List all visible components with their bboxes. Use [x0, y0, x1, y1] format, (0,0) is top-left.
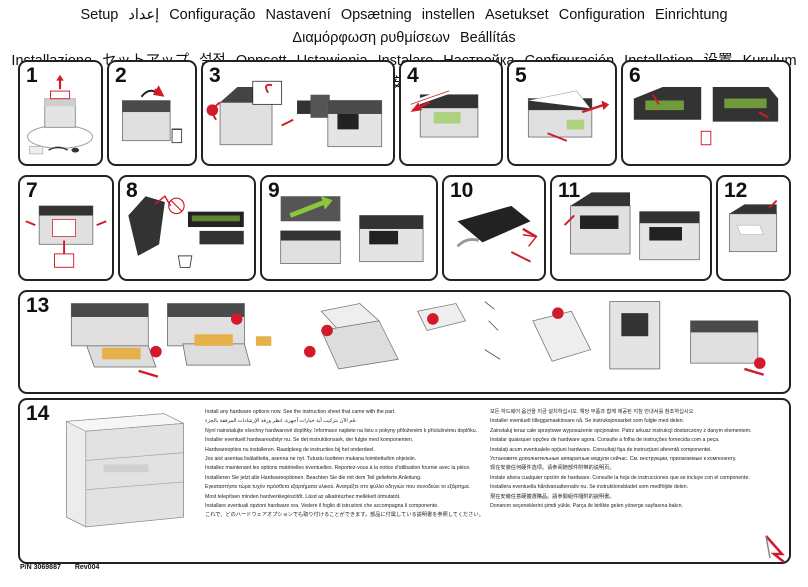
step-number: 4	[407, 64, 419, 87]
instruction-line: 現在安裝任意硬體選購品。請參閱組件隨附的說明書。	[490, 493, 615, 500]
part-number-footer: P/N 3069887 Rev004	[20, 564, 111, 571]
step-panel-11: 11	[550, 175, 712, 281]
instruction-line: Instalaţi acum eventualele opţiuni hardw…	[490, 446, 712, 453]
title-label: Asetukset	[485, 7, 549, 23]
printer-illustration	[456, 205, 538, 263]
instruction-line: Most telepítsen minden hardverkiegészítő…	[205, 493, 401, 500]
printer-illustration	[27, 74, 93, 155]
step-panel-5: 5	[507, 60, 617, 166]
step-panel-4: 4	[399, 60, 503, 166]
printer-illustration	[563, 192, 700, 261]
step-number: 11	[558, 179, 581, 202]
step-panel-12: 12	[716, 175, 791, 281]
instruction-line: Installer eventuelt tilleggsmaskinvare n…	[490, 418, 685, 425]
instruction-line: قم الآن بتركيب أية خيارات أجهزة. انظر ور…	[205, 418, 357, 425]
title-label: Configuration	[558, 7, 645, 23]
printer-illustration	[65, 413, 185, 528]
instruction-line: Installez maintenant les options matérie…	[205, 465, 471, 472]
step-number: 5	[515, 64, 527, 87]
step-number: 9	[268, 179, 280, 202]
instruction-line: Установите дополнительные аппаратные мод…	[490, 456, 737, 463]
step-number: 10	[450, 179, 474, 202]
step-number: 14	[26, 402, 50, 425]
instruction-line: 现在安装任何硬件选项。请参阅随部件附带的说明页。	[490, 465, 615, 472]
title-label: Opsætning	[340, 7, 412, 23]
title-label: إعداد	[128, 7, 160, 23]
step-number: 6	[629, 64, 641, 87]
revision: Rev004	[74, 564, 100, 571]
step-panel-3: 3	[201, 60, 395, 166]
printer-illustration	[206, 80, 383, 148]
instruction-line: Donanım seçeneklerini şimdi yükle. Parça…	[490, 503, 683, 510]
printer-illustration	[633, 87, 779, 146]
printer-illustration	[70, 301, 766, 378]
instruction-line: Εγκαταστήστε τώρα τυχόν πρόσθετα εξαρτήμ…	[205, 484, 471, 491]
instruction-line: これで、どのハードウェアオプションでも取り付けることができます。部品に付属してい…	[205, 512, 484, 519]
part-number: P/N 3069887	[20, 564, 61, 571]
step-panel-9: 9	[260, 175, 438, 281]
step-panel-7: 7	[18, 175, 114, 281]
step-number: 12	[724, 179, 748, 202]
lexmark-logo	[765, 535, 785, 563]
step-number: 7	[26, 179, 38, 202]
title-label: Beállítás	[459, 30, 516, 46]
instructions-left: Install any hardware options now. See th…	[205, 408, 484, 521]
instruction-line: Instale ahora cualquier opción de hardwa…	[490, 474, 750, 481]
instruction-line: Jos aiot asentaa lisälaitteita, asenna n…	[205, 456, 417, 463]
title-label: Nastavení	[265, 7, 331, 23]
step-panel-1: 1	[18, 60, 103, 166]
step-number: 8	[126, 179, 138, 202]
step-panel-6: 6	[621, 60, 791, 166]
title-label: Einrichtung	[655, 7, 728, 23]
instruction-line: Zainstaluj teraz całe sprzętowe wyposaże…	[490, 427, 752, 434]
step-number: 1	[26, 64, 38, 87]
step-panel-14: 14 Install any hardware options now. See…	[18, 398, 791, 564]
instruction-line: Nyní nainstalujte všechny hardwarové dop…	[205, 427, 478, 434]
printer-illustration	[280, 196, 424, 264]
instruction-line: Install any hardware options now. See th…	[205, 409, 396, 415]
step-number: 3	[209, 64, 221, 87]
instruction-line: Instalar quaisquer opções de hardware ag…	[490, 437, 720, 444]
instruction-line: 모든 하드웨어 옵션을 지금 설치하십시오. 해당 부품과 함께 제공된 지침 …	[490, 409, 695, 415]
instruction-line: Installare eventuali opzioni hardware or…	[205, 503, 439, 510]
step-panel-2: 2	[107, 60, 197, 166]
title-label: Configuração	[169, 7, 256, 23]
instruction-line: Installera eventuella hårdvarualternativ…	[490, 484, 689, 491]
step-number: 2	[115, 64, 127, 87]
printer-illustration	[128, 195, 244, 268]
printer-illustration	[527, 90, 610, 142]
step-panel-8: 8	[118, 175, 256, 281]
instruction-line: Installer eventuelt hardwareudstyr nu. S…	[205, 437, 414, 444]
printer-illustration	[25, 205, 107, 268]
instructions-right: 모든 하드웨어 옵션을 지금 설치하십시오. 해당 부품과 함께 제공된 지침 …	[490, 408, 752, 511]
printer-illustration	[409, 88, 479, 138]
printer-illustration	[728, 199, 778, 253]
step-panel-10: 10	[442, 175, 546, 281]
instruction-line: Hardwareopties nu installeren. Raadpleeg…	[205, 446, 375, 453]
instruction-line: Installieren Sie jetzt alle Hardwareopti…	[205, 474, 422, 481]
step-number: 13	[26, 294, 50, 317]
step-panel-13: 13	[18, 290, 791, 394]
printer-illustration	[121, 85, 183, 144]
title-label: instellen	[421, 7, 475, 23]
title-label: Διαμόρφωση ρυθμίσεων	[292, 30, 450, 46]
title-label: Setup	[80, 7, 119, 23]
titles-row-1: Setup إعداد Configuração Nastavení Opsæt…	[6, 4, 802, 50]
